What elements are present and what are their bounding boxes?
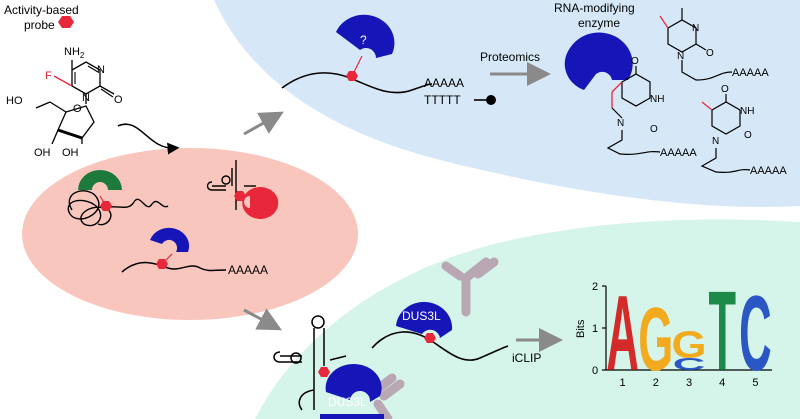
svg-text:NH: NH: [650, 94, 664, 105]
probe-structure: Activity-based probe NH2 F N N O O HO OH…: [4, 3, 123, 159]
probe-oh-left: OH: [34, 147, 51, 159]
logo-letter-G: G: [671, 323, 706, 366]
dus3l-enzyme-top: [396, 301, 453, 338]
logo-letter-A: A: [606, 275, 639, 394]
cell-mrna: [121, 261, 227, 273]
probe-nh2-label: NH2: [64, 46, 85, 60]
logo-xtick-label: 2: [653, 377, 659, 389]
logo-xtick-label: 5: [752, 377, 758, 389]
dus3l-enzyme-bottom: [320, 363, 384, 419]
svg-text:N: N: [712, 136, 719, 147]
cell-to-top-arrow: [243, 111, 284, 136]
logo-letter-T: T: [708, 269, 736, 395]
chain-poly-a-1: AAAAA: [732, 67, 769, 79]
logo-letter-G: G: [638, 290, 673, 390]
top-panel-background: [214, 0, 800, 207]
bottom-mrna: [371, 331, 509, 361]
svg-text:O: O: [721, 84, 729, 95]
enzyme-label-line1: RNA-modifying: [554, 1, 635, 15]
cell-probe-marker-2: [234, 191, 246, 201]
cell-contents: AAAAA: [67, 160, 279, 277]
probe-oxo-label: O: [114, 94, 123, 106]
bottom-panel-iclip: DUS3L iCLIP DUS3L: [273, 257, 563, 419]
chain-poly-a-3: AAAAA: [750, 165, 787, 177]
svg-text:N: N: [692, 23, 699, 34]
logo-ytick-label: 0: [592, 365, 598, 377]
red-protein: [242, 186, 279, 219]
iclip-label: iCLIP: [512, 351, 541, 365]
cell-background: [22, 148, 358, 320]
logo-letter-C: C: [673, 355, 706, 374]
green-protein: [78, 170, 122, 190]
proteomics-label: Proteomics: [480, 50, 540, 64]
svg-text:O: O: [706, 48, 714, 59]
dus3l-label-bottom: DUS3L: [328, 395, 367, 409]
top-panel-capture: ? AAAAA TTTTT Proteomics RNA-modifying e…: [281, 1, 787, 177]
antibody-icon: [441, 257, 499, 317]
logo-xtick-label: 3: [686, 377, 692, 389]
probe-title-line2: probe: [24, 18, 55, 32]
probe-uptake-arrow: [117, 123, 180, 155]
probe-title-line1: Activity-based: [4, 3, 79, 17]
svg-text:N: N: [617, 118, 624, 129]
unknown-enzyme: [336, 14, 395, 59]
bottom-probe-marker-2: [318, 367, 330, 377]
svg-text:N: N: [677, 51, 684, 62]
logo-ylabel: Bits: [575, 319, 587, 338]
probe-ring-oxygen: O: [73, 103, 82, 115]
identified-enzyme: [564, 32, 633, 90]
probe-hexagon-icon: [58, 16, 74, 28]
logo-xtick-label: 4: [719, 377, 725, 389]
bottom-panel-background: [255, 219, 800, 419]
probe-ring-n3: N: [97, 64, 105, 76]
logo-letter-C: C: [739, 275, 772, 394]
logo-ytick-label: 2: [592, 281, 598, 293]
cell-poly-a: AAAAA: [228, 263, 268, 277]
probe-ring-n1: N: [82, 92, 90, 104]
probe-ho-label: HO: [6, 95, 23, 107]
enzyme-label-line2: enzyme: [578, 16, 620, 30]
svg-text:O: O: [631, 56, 639, 67]
capture-bead: [486, 95, 496, 105]
blue-enzyme: [150, 227, 190, 252]
svg-text:NH: NH: [740, 106, 754, 117]
cell-to-bottom-arrow: [243, 308, 282, 331]
svg-text:O: O: [650, 124, 658, 135]
probe-oh-right: OH: [62, 147, 79, 159]
oligo-dt: TTTTT: [424, 93, 461, 107]
chain-poly-a-2: AAAAA: [660, 147, 697, 159]
captured-mrna: [281, 72, 433, 94]
cell-trna: [206, 160, 256, 210]
logo-ytick-label: 1: [592, 323, 598, 335]
logo-xtick-label: 1: [620, 377, 626, 389]
unknown-enzyme-question: ?: [360, 33, 367, 47]
bottom-probe-marker-1: [424, 333, 436, 343]
svg-text:O: O: [744, 130, 752, 141]
bottom-trna: [273, 315, 347, 411]
probe-fluorine-label: F: [45, 70, 52, 82]
dus3l-label-top: DUS3L: [402, 309, 441, 323]
top-poly-a: AAAAA: [424, 76, 464, 90]
